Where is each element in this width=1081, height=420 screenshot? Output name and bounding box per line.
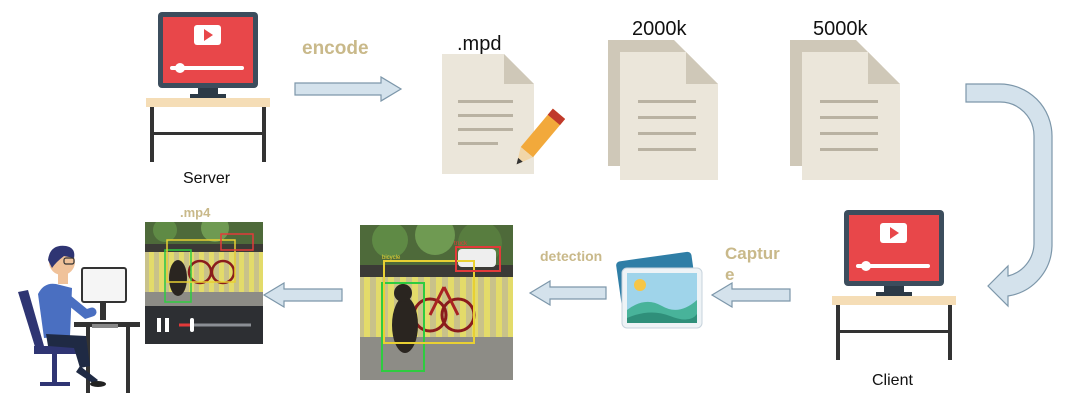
curved-arrow-icon (965, 83, 1053, 308)
image-stack-icon (616, 251, 703, 329)
arrow-right-encode (293, 76, 403, 102)
curved-arrow-down (962, 78, 1067, 310)
client-monitor (826, 208, 961, 368)
svg-text:truck: truck (454, 241, 468, 247)
capture-label-line1: Captur (725, 244, 780, 263)
server-label: Server (183, 170, 231, 187)
arrow-left-output (262, 282, 344, 308)
monitor-play-icon (146, 12, 270, 162)
video-player (145, 222, 263, 344)
detection-photo: bicycle truck (360, 225, 513, 380)
mpd-label: .mpd (457, 33, 502, 55)
svg-text:bicycle: bicycle (382, 255, 401, 261)
video-player-icon (145, 222, 263, 344)
bitrate-2000k-label: 2000k (632, 18, 687, 40)
arrow-left-icon (262, 282, 343, 308)
arrow-left-icon (710, 282, 791, 308)
detection-image: bicycle truck (360, 225, 513, 380)
document-stack-icon (608, 40, 718, 180)
encode-label: encode (302, 38, 369, 59)
arrow-left-capture (710, 282, 792, 308)
segment-docs-2000k (606, 38, 721, 183)
client-label: Client (872, 372, 913, 389)
captured-images (610, 248, 710, 333)
arrow-left-detection (528, 280, 608, 306)
bitrate-5000k-label: 5000k (813, 18, 868, 40)
arrow-right-icon (294, 76, 403, 102)
person-at-computer-icon (18, 245, 140, 393)
server-monitor (140, 10, 275, 170)
arrow-left-icon (528, 280, 607, 306)
user-figure (14, 238, 144, 398)
capture-label-line2: e (725, 265, 735, 284)
monitor-play-icon (832, 210, 956, 360)
mpd-document (440, 52, 565, 177)
segment-docs-5000k (788, 38, 903, 183)
mp4-label: .mp4 (180, 205, 211, 220)
detection-label: detection (540, 248, 603, 264)
document-pencil-icon (442, 54, 565, 174)
document-stack-icon (790, 40, 900, 180)
